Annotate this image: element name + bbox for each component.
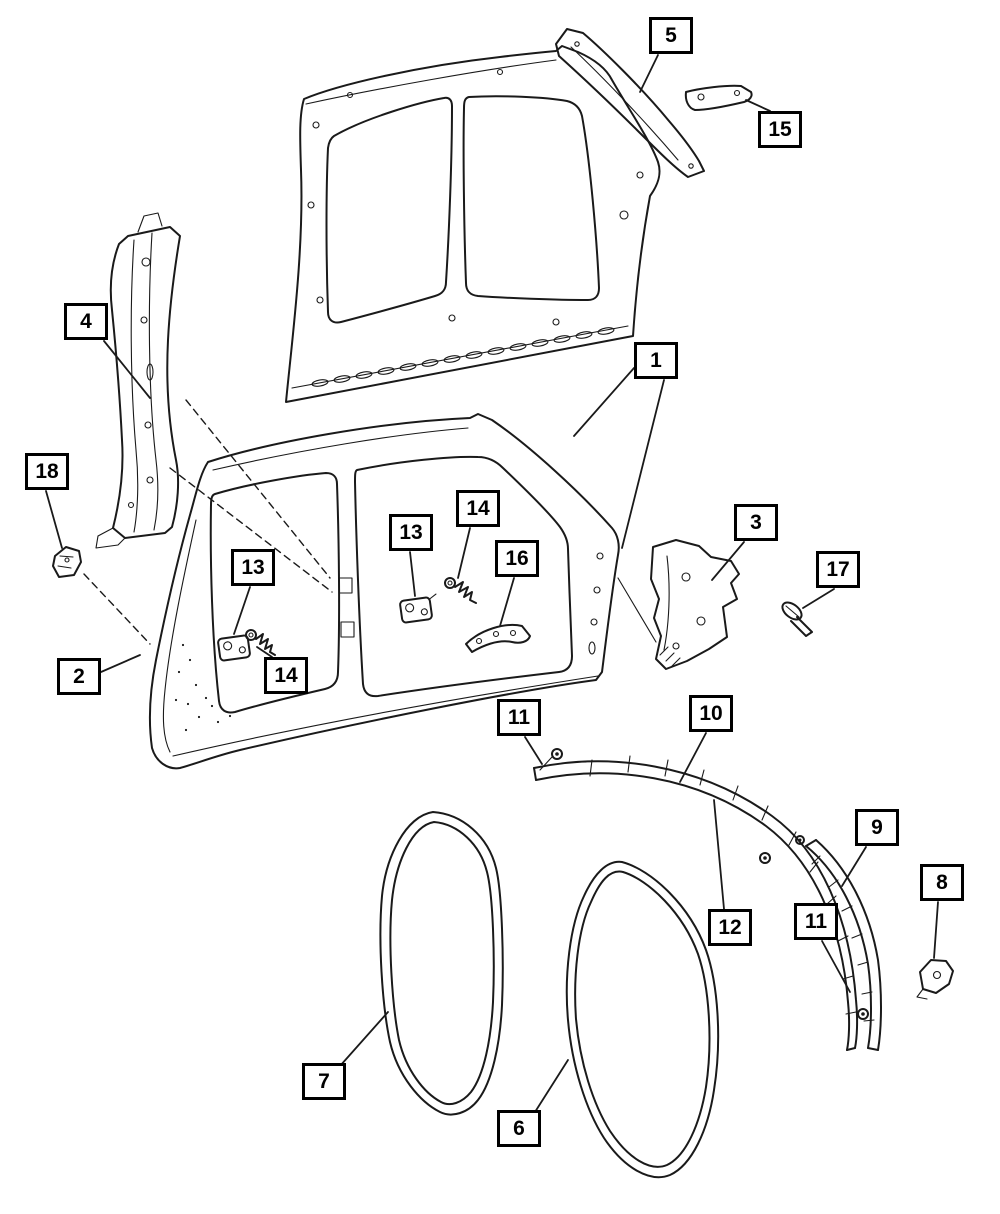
callout-8[interactable]: 8 xyxy=(920,864,964,901)
callout-15[interactable]: 15 xyxy=(758,111,802,148)
callout-5[interactable]: 5 xyxy=(649,17,693,54)
callout-14-upper[interactable]: 14 xyxy=(456,490,500,527)
rail-end-bracket-art xyxy=(916,959,954,1000)
front-aperture-panel-art xyxy=(148,413,620,770)
callout-12[interactable]: 12 xyxy=(708,909,752,946)
callout-4[interactable]: 4 xyxy=(64,303,108,340)
rear-aperture-panel-art xyxy=(285,45,661,403)
callout-7[interactable]: 7 xyxy=(302,1063,346,1100)
latch-pillar-bracket-art xyxy=(650,539,740,670)
striker-plate-lower-art xyxy=(217,634,251,662)
callout-2[interactable]: 2 xyxy=(57,658,101,695)
leader-lines xyxy=(45,54,939,1113)
retainer-clip-art xyxy=(52,546,82,578)
door-seal-front-art xyxy=(379,811,504,1116)
push-pin-art xyxy=(781,601,813,637)
support-bracket-art xyxy=(465,624,531,653)
callout-6[interactable]: 6 xyxy=(497,1110,541,1147)
projection-lines xyxy=(83,399,333,645)
callout-16[interactable]: 16 xyxy=(495,540,539,577)
screw-spring-upper-art xyxy=(444,577,477,604)
weatherstrip-rail-short-art xyxy=(795,835,882,1051)
b-pillar-inner-art xyxy=(95,212,181,549)
pillar-bracket-art xyxy=(684,84,753,111)
callout-17[interactable]: 17 xyxy=(816,551,860,588)
callout-1[interactable]: 1 xyxy=(634,342,678,379)
callout-3[interactable]: 3 xyxy=(734,504,778,541)
door-seal-rear-art xyxy=(565,860,720,1179)
striker-plate-upper-art xyxy=(399,593,437,624)
callout-13-upper[interactable]: 13 xyxy=(389,514,433,551)
callout-13-lower[interactable]: 13 xyxy=(231,549,275,586)
callout-11-right[interactable]: 11 xyxy=(794,903,838,940)
screw-spring-lower-art xyxy=(245,629,276,656)
a-pillar-reinforcement-art xyxy=(555,28,705,178)
callout-11-left[interactable]: 11 xyxy=(497,699,541,736)
callout-9[interactable]: 9 xyxy=(855,809,899,846)
callout-14-lower[interactable]: 14 xyxy=(264,657,308,694)
callout-10[interactable]: 10 xyxy=(689,695,733,732)
callout-18[interactable]: 18 xyxy=(25,453,69,490)
